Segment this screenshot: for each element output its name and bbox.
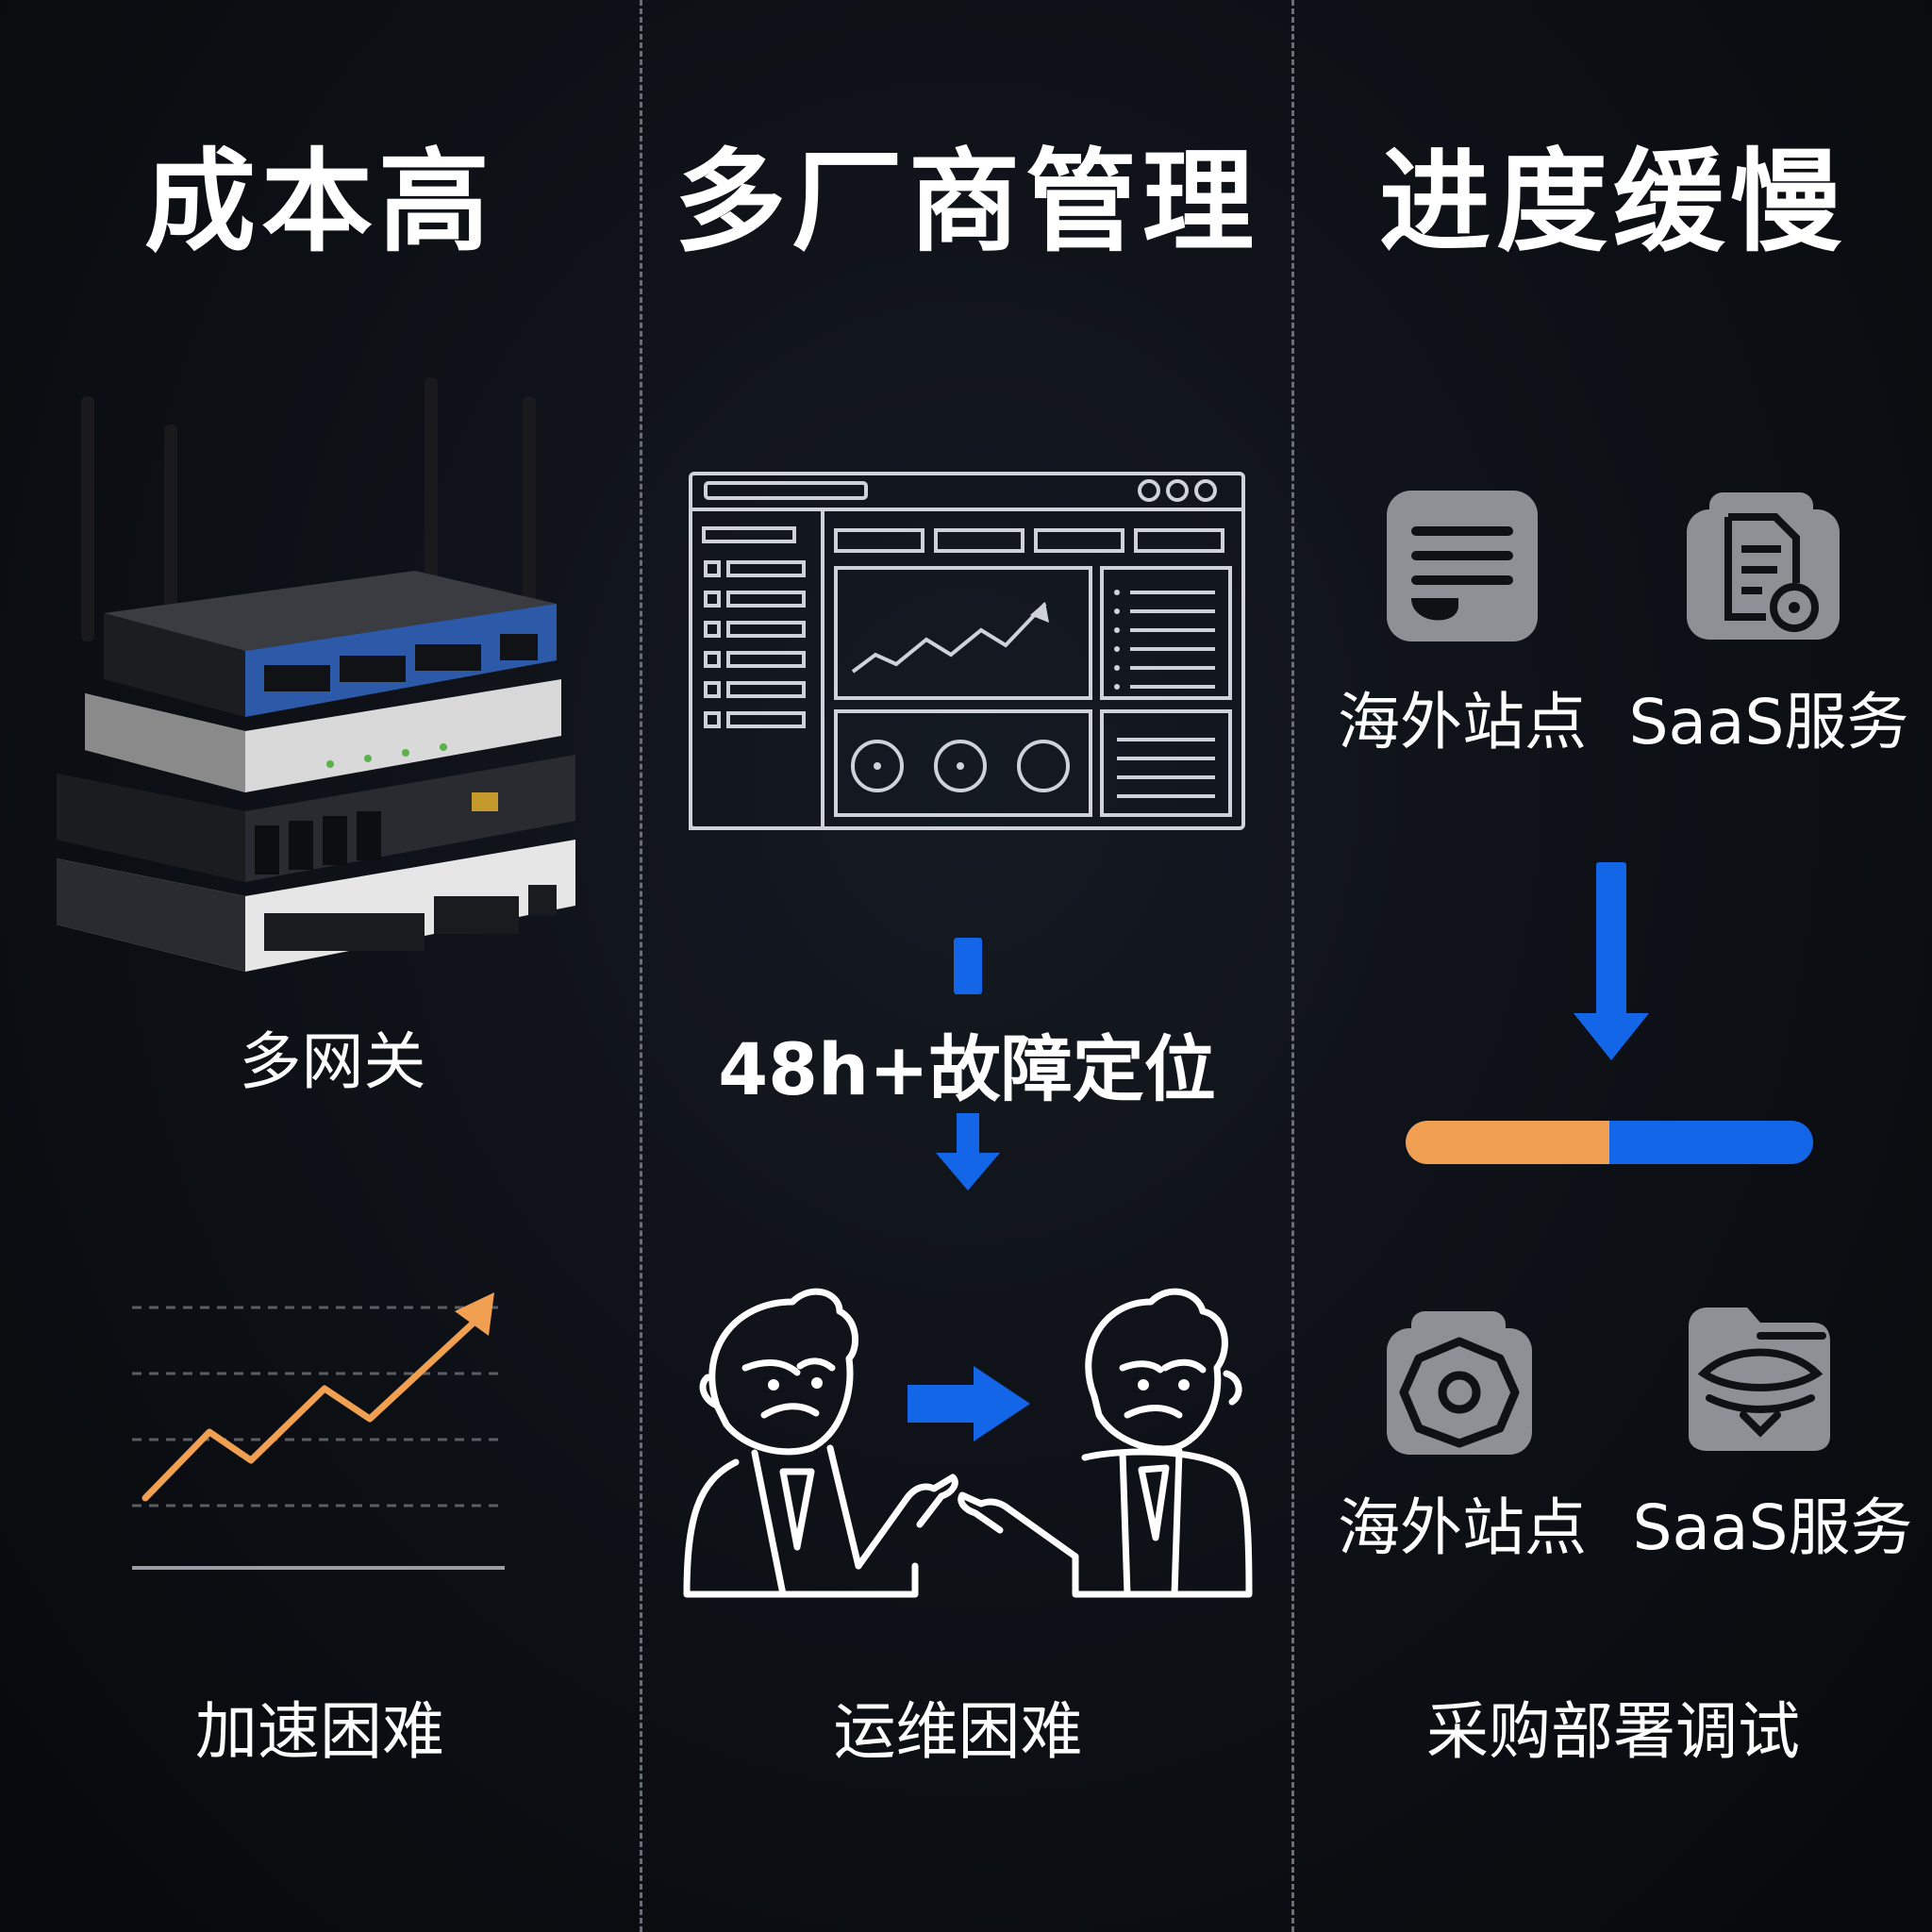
rising-trend-icon	[132, 1292, 505, 1570]
dashboard-icon	[689, 472, 1245, 830]
label-saas-service-bottom: SaaS服务	[1632, 1491, 1913, 1564]
label-multi-gateway: 多网关	[239, 1025, 426, 1098]
blaming-people-icon	[683, 1288, 1253, 1598]
document-gear-icon	[1687, 492, 1840, 640]
label-saas-service-top: SaaS服务	[1628, 686, 1909, 758]
label-overseas-site-top: 海外站点	[1338, 686, 1587, 758]
heading-cost-high: 成本高	[143, 137, 495, 267]
document-list-icon	[1387, 491, 1538, 641]
heading-multi-vendor-management: 多厂商管理	[674, 137, 1259, 267]
arrow-down-long-icon	[1574, 862, 1649, 1060]
arrow-down-icon	[936, 1113, 1000, 1191]
label-procurement-deployment-debugging: 采购部署调试	[1426, 1695, 1800, 1768]
label-operations-difficult: 运维困难	[833, 1695, 1083, 1768]
folder-icon	[1689, 1307, 1830, 1451]
gear-camera-icon	[1387, 1311, 1532, 1455]
label-48h-fault-location: 48h+故障定位	[718, 1027, 1216, 1111]
connector-bar	[954, 938, 982, 994]
label-acceleration-difficult: 加速困难	[195, 1695, 444, 1768]
gateway-stack-icon	[57, 377, 575, 972]
column-divider-left	[640, 0, 642, 1932]
heading-slow-progress: 进度缓慢	[1378, 137, 1847, 267]
progress-fill	[1406, 1121, 1609, 1164]
label-overseas-site-bottom: 海外站点	[1338, 1491, 1587, 1564]
progress-bar	[1406, 1121, 1813, 1164]
column-divider-right	[1291, 0, 1294, 1932]
